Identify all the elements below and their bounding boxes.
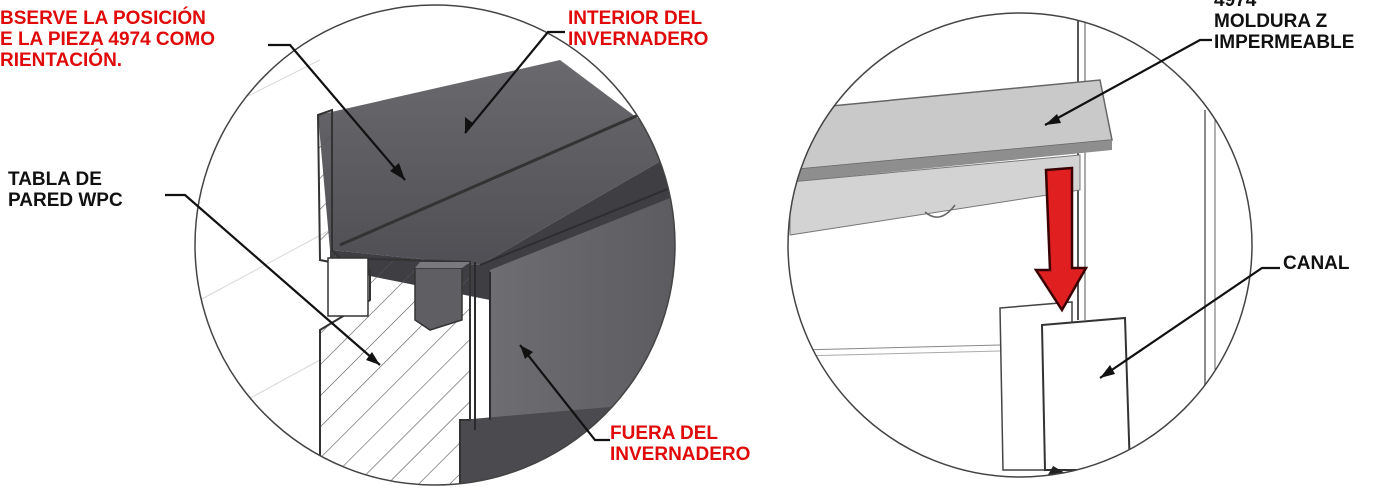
red-down-arrow	[1033, 166, 1089, 313]
right-detail-circle	[788, 13, 1252, 477]
leader-observe	[268, 43, 406, 181]
leader-z-molding	[1044, 38, 1212, 126]
part-number-label: 4974	[1214, 0, 1257, 11]
z-molding-label: MOLDURA Z IMPERMEABLE	[1214, 11, 1355, 53]
outside-label: FUERA DEL INVERNADERO	[610, 423, 751, 465]
leader-channel	[1099, 266, 1280, 379]
interior-label: INTERIOR DEL INVERNADERO	[568, 8, 709, 50]
wall-board-label: TABLA DE PARED WPC	[8, 169, 123, 211]
leader-wall-board	[165, 193, 381, 366]
observe-orientation-note: BSERVE LA POSICIÓN E LA PIEZA 4974 COMO …	[0, 8, 216, 71]
leader-interior	[464, 30, 565, 134]
channel-label: CANAL	[1283, 253, 1350, 274]
left-circle-border	[194, 4, 676, 486]
right-circle-border	[787, 12, 1253, 478]
leader-outside	[519, 344, 610, 442]
